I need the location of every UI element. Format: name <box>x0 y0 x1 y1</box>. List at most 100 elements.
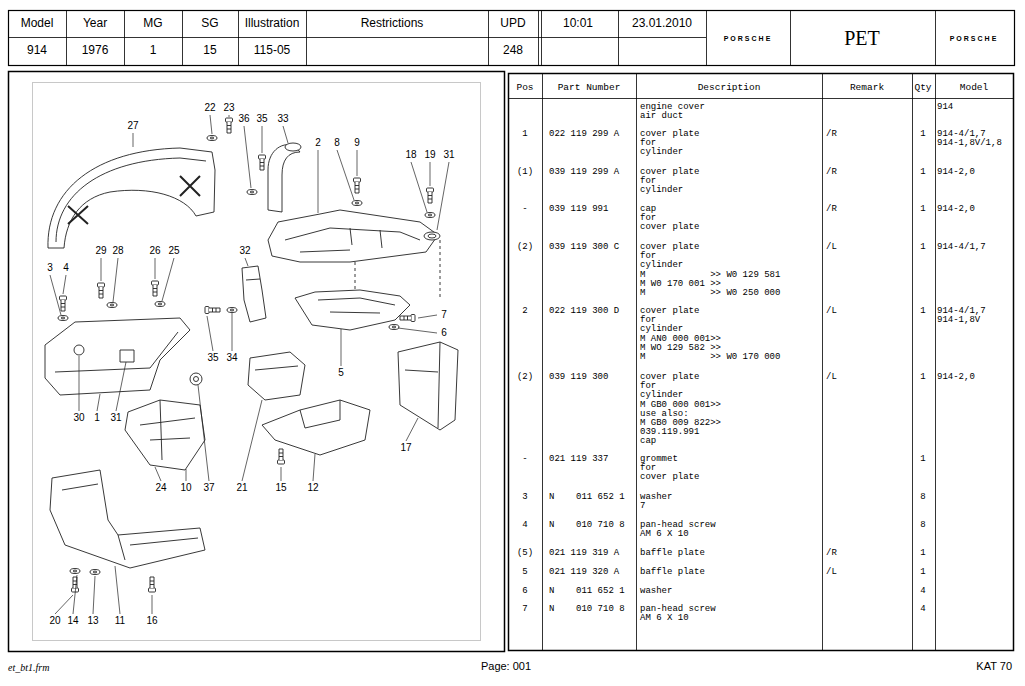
table-cell: (5) <box>517 549 533 558</box>
header-cell: 10:01 <box>563 17 593 29</box>
exploded-illustration <box>427 188 434 203</box>
column-header: Part Number <box>558 83 621 93</box>
table-cell: M W0 170 001 >> <box>640 280 721 289</box>
table-cell: cover plate <box>640 243 699 252</box>
table-cell: 039 119 991 <box>549 205 608 214</box>
exploded-illustration <box>428 234 436 238</box>
table-cell: - <box>522 455 527 464</box>
exploded-illustration <box>194 377 199 382</box>
exploded-illustration <box>295 290 410 330</box>
exploded-illustration <box>62 484 198 560</box>
table-cell: /R <box>826 168 837 177</box>
footer-text: KAT 70 <box>976 661 1012 672</box>
exploded-illustration <box>246 279 260 280</box>
exploded-illustration <box>60 296 67 311</box>
exploded-illustration <box>405 342 440 428</box>
callout-number: 24 <box>154 483 167 493</box>
exploded-illustration <box>352 201 362 206</box>
callout-number: 25 <box>167 246 180 256</box>
callout-number: 35 <box>255 114 268 124</box>
table-cell: M WO 129 582 >> <box>640 344 721 353</box>
table-cell: cover plate <box>640 373 699 382</box>
exploded-illustration <box>389 325 399 330</box>
header-cell: 15 <box>203 44 216 56</box>
header-cell: 1 <box>150 44 157 56</box>
table-cell: 1 <box>920 130 925 139</box>
table-cell: 4 <box>920 605 925 614</box>
exploded-illustration <box>226 118 233 133</box>
header-cell: UPD <box>500 17 525 29</box>
table-cell: 6 <box>522 587 527 596</box>
exploded-illustration <box>58 316 68 321</box>
callout-number: 33 <box>276 114 289 124</box>
table-cell: washer <box>640 587 672 596</box>
callout-number: 27 <box>126 121 139 131</box>
page-frame <box>33 83 481 641</box>
page-frame <box>8 10 1015 652</box>
table-cell: for <box>640 316 656 325</box>
exploded-illustration <box>48 148 215 248</box>
table-cell: use also: <box>640 410 689 419</box>
callout-number: 7 <box>440 310 448 320</box>
table-cell: 022 119 299 A <box>549 130 619 139</box>
table-cell: 914-2,0 <box>937 373 975 382</box>
table-cell: 1 <box>920 243 925 252</box>
page-frame <box>509 74 1014 651</box>
leader-lines <box>50 115 449 614</box>
column-header: Remark <box>850 83 884 93</box>
table-cell: for <box>640 464 656 473</box>
table-cell: /L <box>826 307 837 316</box>
callout-number: 6 <box>440 328 448 338</box>
table-cell: 4 <box>920 587 925 596</box>
column-header: Qty <box>914 83 931 93</box>
callout-number: 28 <box>111 246 124 256</box>
table-cell: cylinder <box>640 148 683 157</box>
table-cell: 2 <box>522 307 527 316</box>
exploded-illustration <box>50 470 205 568</box>
table-cell: M GB0 009 822>> <box>640 419 721 428</box>
table-cell: baffle plate <box>640 568 705 577</box>
table-cell: 8 <box>920 493 925 502</box>
table-cell: grommet <box>640 455 678 464</box>
table-cell: 7 <box>640 502 645 511</box>
callout-number: 5 <box>337 368 345 378</box>
callout-number: 12 <box>306 483 319 493</box>
callout-number: 35 <box>206 353 219 363</box>
header-cell: Restrictions <box>361 17 424 29</box>
exploded-illustration <box>278 449 285 464</box>
table-cell: pan-head screw <box>640 605 716 614</box>
table-cell: 914-1,8V <box>937 316 980 325</box>
table-cell: cover plate <box>640 473 699 482</box>
table-cell: 8 <box>920 521 925 530</box>
table-cell: 1 <box>920 168 925 177</box>
table-cell: for <box>640 382 656 391</box>
callout-number: 21 <box>235 483 248 493</box>
table-cell: 039 119 300 C <box>549 243 619 252</box>
callout-number: 26 <box>148 246 161 256</box>
exploded-illustration <box>400 315 415 322</box>
table-cell: 039 119 300 <box>549 373 608 382</box>
exploded-illustration <box>72 577 79 592</box>
table-cell: M >> W0 129 581 <box>640 271 780 280</box>
exploded-illustration <box>90 570 100 575</box>
exploded-illustration <box>268 210 438 262</box>
exploded-illustration <box>125 400 205 470</box>
table-cell: 914-2,0 <box>937 205 975 214</box>
table-cell: 022 119 300 D <box>549 307 619 316</box>
exploded-illustration <box>107 303 117 308</box>
page-frame <box>9 72 505 652</box>
exploded-illustration <box>300 400 340 428</box>
callout-number: 34 <box>225 353 238 363</box>
page-frame <box>9 11 1015 66</box>
callout-number: 23 <box>222 103 235 113</box>
exploded-illustration <box>227 308 237 313</box>
table-cell: /R <box>826 205 837 214</box>
exploded-illustration <box>45 118 458 592</box>
exploded-illustration <box>190 373 202 385</box>
exploded-illustration <box>140 400 195 460</box>
exploded-illustration <box>248 352 305 400</box>
exploded-illustration <box>247 190 257 195</box>
table-cell: for <box>640 214 656 223</box>
exploded-illustration <box>259 155 266 170</box>
callout-number: 30 <box>72 413 85 423</box>
